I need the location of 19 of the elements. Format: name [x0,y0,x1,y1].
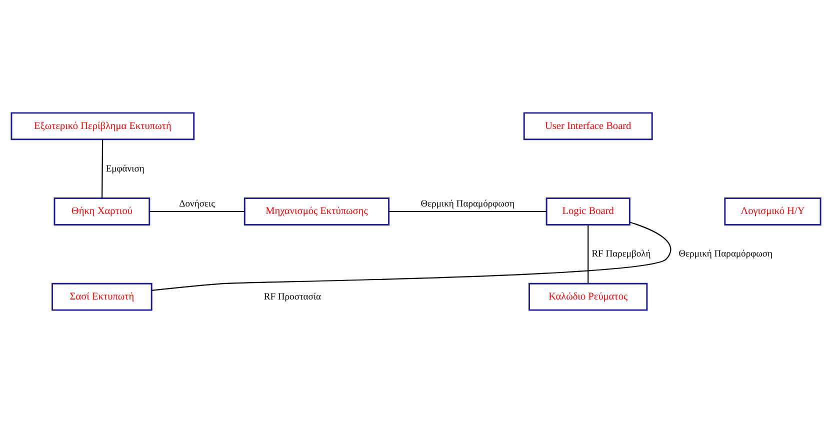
edge-label: Εμφάνιση [106,163,144,174]
node-box: Θήκη Χαρτιού [54,198,150,226]
node-box: Καλώδιο Ρεύματος [528,282,648,311]
edge-label: Δονήσεις [179,198,215,210]
node-box: Εξωτερικό Περίβλημα Εκτυπωτή [10,112,195,140]
connector [588,224,589,284]
label: RF Προστασία [264,291,322,302]
edge-label: RF Παρεμβολή [592,248,651,260]
node-box: Μηχανισμός Εκτύπωσης [244,198,390,226]
node-box: Λογισμικό Η/Υ [724,198,822,226]
connector [389,210,547,212]
edge-label: Θερμική Παραμόρφωση [420,198,515,210]
node-box: Σασί Εκτυπωτή [52,282,152,311]
node-box: User Interface Board [523,112,653,140]
edge-label: Θερμική Παραμόρφωση [678,248,773,260]
connector [150,210,244,212]
connector [102,140,104,198]
connector [152,222,671,291]
node-box: Logic Board [546,198,630,226]
